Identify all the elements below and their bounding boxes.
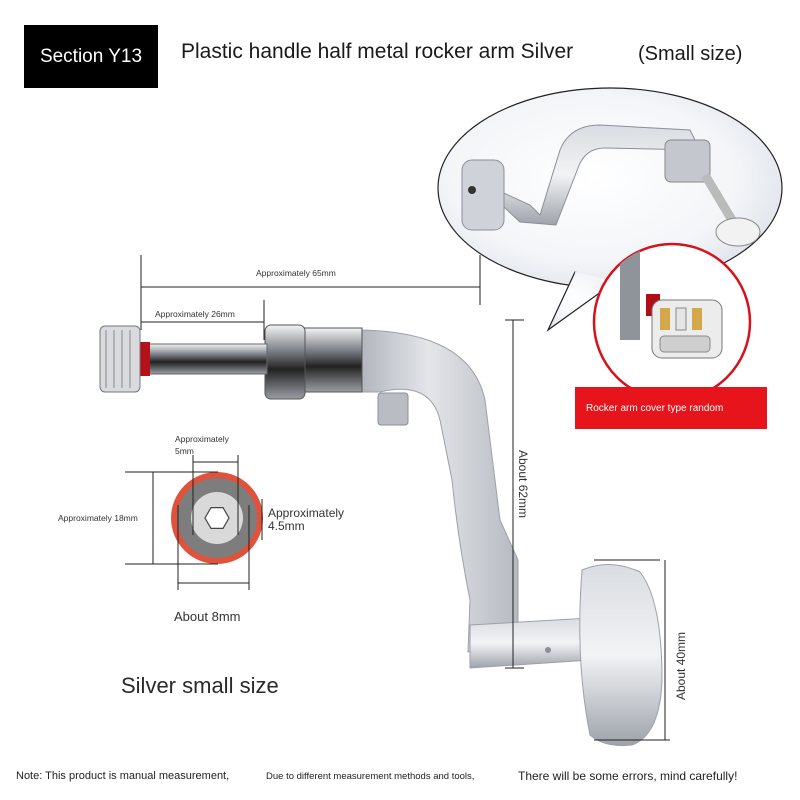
- inset-speech-bubble: [437, 87, 783, 332]
- hex-width-label: About 8mm: [174, 609, 241, 624]
- shaft-length-label: Approximately 26mm: [155, 309, 235, 319]
- title-size-note: (Small size): [638, 43, 743, 65]
- overall-length-label: Approximately 65mm: [256, 268, 336, 278]
- footer-note-3: There will be some errors, mind carefull…: [518, 769, 738, 783]
- color-size-label: Silver small size: [121, 673, 279, 698]
- cover-type-callout: Rocker arm cover type random: [575, 387, 767, 429]
- footer-note-1: Note: This product is manual measurement…: [16, 770, 230, 782]
- title-text: Plastic handle half metal rocker arm Sil…: [181, 40, 574, 63]
- footer-note-2: Due to different measurement methods and…: [266, 771, 475, 782]
- dimension-lines: [140, 255, 670, 741]
- hex-across-label: Approximately 4.5mm: [268, 506, 345, 533]
- hex-ring-diagram: [125, 455, 263, 590]
- product-title: Plastic handle half metal rocker arm Sil…: [181, 40, 742, 65]
- rocker-arm-main: [99, 324, 663, 746]
- knob-height-label: About 40mm: [674, 631, 688, 700]
- hex-inner-label: Approximately 5mm: [175, 434, 229, 456]
- hex-outer-label: Approximately 18mm: [58, 513, 138, 523]
- section-badge: Section Y13: [24, 25, 158, 88]
- arm-height-label: About 62mm: [516, 450, 530, 519]
